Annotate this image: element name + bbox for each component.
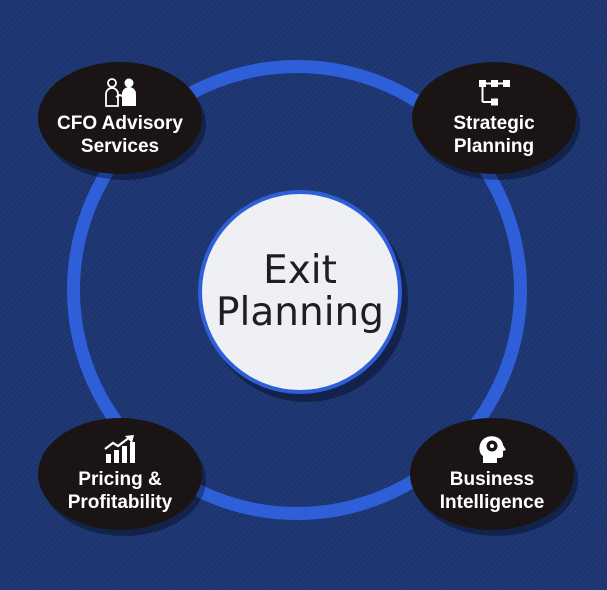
- center-circle: Exit Planning: [198, 190, 402, 394]
- center-label: Exit Planning: [216, 248, 384, 335]
- brain-head-icon: [479, 436, 506, 463]
- node-strategic-planning: Strategic Planning: [412, 62, 576, 174]
- workflow-icon: [479, 80, 510, 106]
- node-label-cfo: CFO Advisory Services: [57, 113, 183, 157]
- node-pricing-profitability: Pricing & Profitability: [38, 418, 202, 530]
- node-label-bi: Business Intelligence: [439, 469, 545, 513]
- handshake-icon: [105, 78, 136, 107]
- node-label-strategic: Strategic Planning: [453, 113, 535, 157]
- node-cfo-advisory: CFO Advisory Services: [38, 62, 202, 174]
- node-business-intelligence: Business Intelligence: [410, 418, 574, 530]
- node-label-pricing: Pricing & Profitability: [67, 469, 173, 513]
- growth-chart-icon: [104, 435, 135, 463]
